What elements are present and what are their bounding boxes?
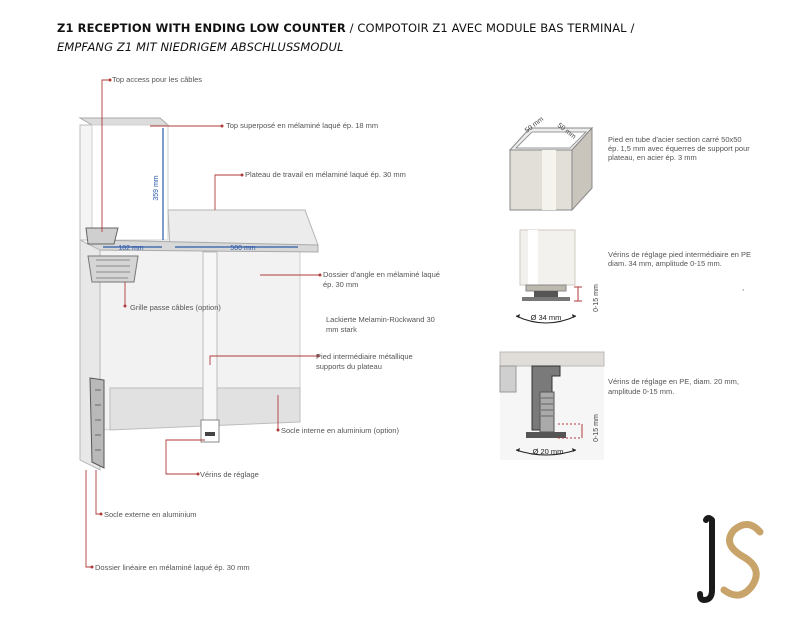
callout-verins: Vérins de réglage <box>200 470 259 479</box>
detail3-amp: 0-15 mm <box>593 414 600 442</box>
leveler-base <box>522 297 570 301</box>
detail1-text-1: Pied en tube d'acier section carré 50x50 <box>608 135 742 144</box>
external-plinth <box>89 377 105 469</box>
logo-letters: LS <box>0 0 2 1</box>
detail2-diam: Ø 34 mm <box>531 313 562 322</box>
callout-dossier-lineaire: Dossier linéaire en mélaminé laqué ép. 3… <box>95 563 250 572</box>
detail2-amp: 0-15 mm <box>593 284 600 312</box>
title-line-1: Z1 RECEPTION WITH ENDING LOW COUNTER / C… <box>57 21 635 35</box>
callout-plateau: Plateau de travail en mélaminé laqué ép.… <box>245 170 406 179</box>
detail-square-tube: 50 mm 50 mm <box>508 116 594 212</box>
callout-top-superpose: Top superposé en mélaminé laqué ép. 18 m… <box>226 121 378 130</box>
tube-opening <box>514 131 588 149</box>
callout-socle-interne: Socle interne en aluminium (option) <box>281 426 399 435</box>
callout-socle-externe: Socle externe en aluminium <box>104 510 197 519</box>
intermediate-leg-foot <box>200 419 220 443</box>
callout-lack-2: mm stark <box>326 325 357 334</box>
detail1-text-3: plateau, en acier ép. 3 mm <box>608 153 697 162</box>
leveler-plate <box>525 284 567 292</box>
detail3-side-piece <box>499 365 517 393</box>
leveler-detail <box>205 432 215 436</box>
detail-intermediate-leveler: Ø 34 mm 0-15 mm <box>515 229 600 324</box>
callout-pied-inter-2: supports du plateau <box>316 362 382 371</box>
top-superpose <box>78 117 170 126</box>
tube-front <box>509 149 573 211</box>
detail2-text-1: Vérins de réglage pied intermédiaire en … <box>608 250 751 259</box>
leveler-screw <box>534 291 558 297</box>
tube-highlight <box>542 150 556 210</box>
title-line-2: EMPFANG Z1 MIT NIEDRIGEM ABSCHLUSSMODUL <box>57 40 344 54</box>
cable-grille <box>87 255 139 283</box>
leg-highlight <box>528 230 538 285</box>
callout-dossier-angle-1: Dossier d'angle en mélaminé laqué <box>323 270 440 279</box>
detail1-text-2: ép. 1,5 mm avec équerres de support pour <box>608 144 750 153</box>
callout-pied-inter-1: Pied intermédiaire métallique <box>316 352 413 361</box>
detail3-foot <box>526 432 566 438</box>
tower-inner-panel <box>91 124 169 241</box>
dim-depth-top-label: 182 mm <box>118 245 143 252</box>
dim-depth-plateau-label: 500 mm <box>230 245 255 252</box>
detail3-text-1: Vérins de réglage en PE, diam. 20 mm, <box>608 377 739 386</box>
logo-letter-l <box>697 515 715 604</box>
callout-lack-1: Lackierte Melamin-Rückwand 30 <box>326 315 435 324</box>
detail-plinth-leveler: Ø 20 mm 0-15 mm <box>499 351 605 460</box>
logo-letter-s <box>720 521 764 599</box>
intermediate-leg <box>202 251 218 421</box>
detail3-diam: Ø 20 mm <box>533 447 564 456</box>
top-access-tray <box>85 227 119 245</box>
detail2-text-2: diam. 34 mm, amplitude 0-15 mm. <box>608 259 722 268</box>
callout-dossier-angle-2: ép. 30 mm <box>323 280 358 289</box>
detail3-text-2: amplitude 0-15 mm. <box>608 387 674 396</box>
dimension-lines <box>103 128 298 248</box>
leader-dots <box>90 78 322 569</box>
detail3-top-rail <box>499 351 605 367</box>
brand-logo: LS <box>0 0 764 604</box>
leader-lines <box>85 79 320 568</box>
callout-top-access: Top access pour les câbles <box>112 75 202 84</box>
stray-mark: , <box>742 283 744 292</box>
callout-grille: Grille passe câbles (option) <box>130 303 221 312</box>
counter-illustration <box>78 117 319 471</box>
tube-side <box>571 126 593 212</box>
dim-height-label: 359 mm <box>153 175 160 200</box>
